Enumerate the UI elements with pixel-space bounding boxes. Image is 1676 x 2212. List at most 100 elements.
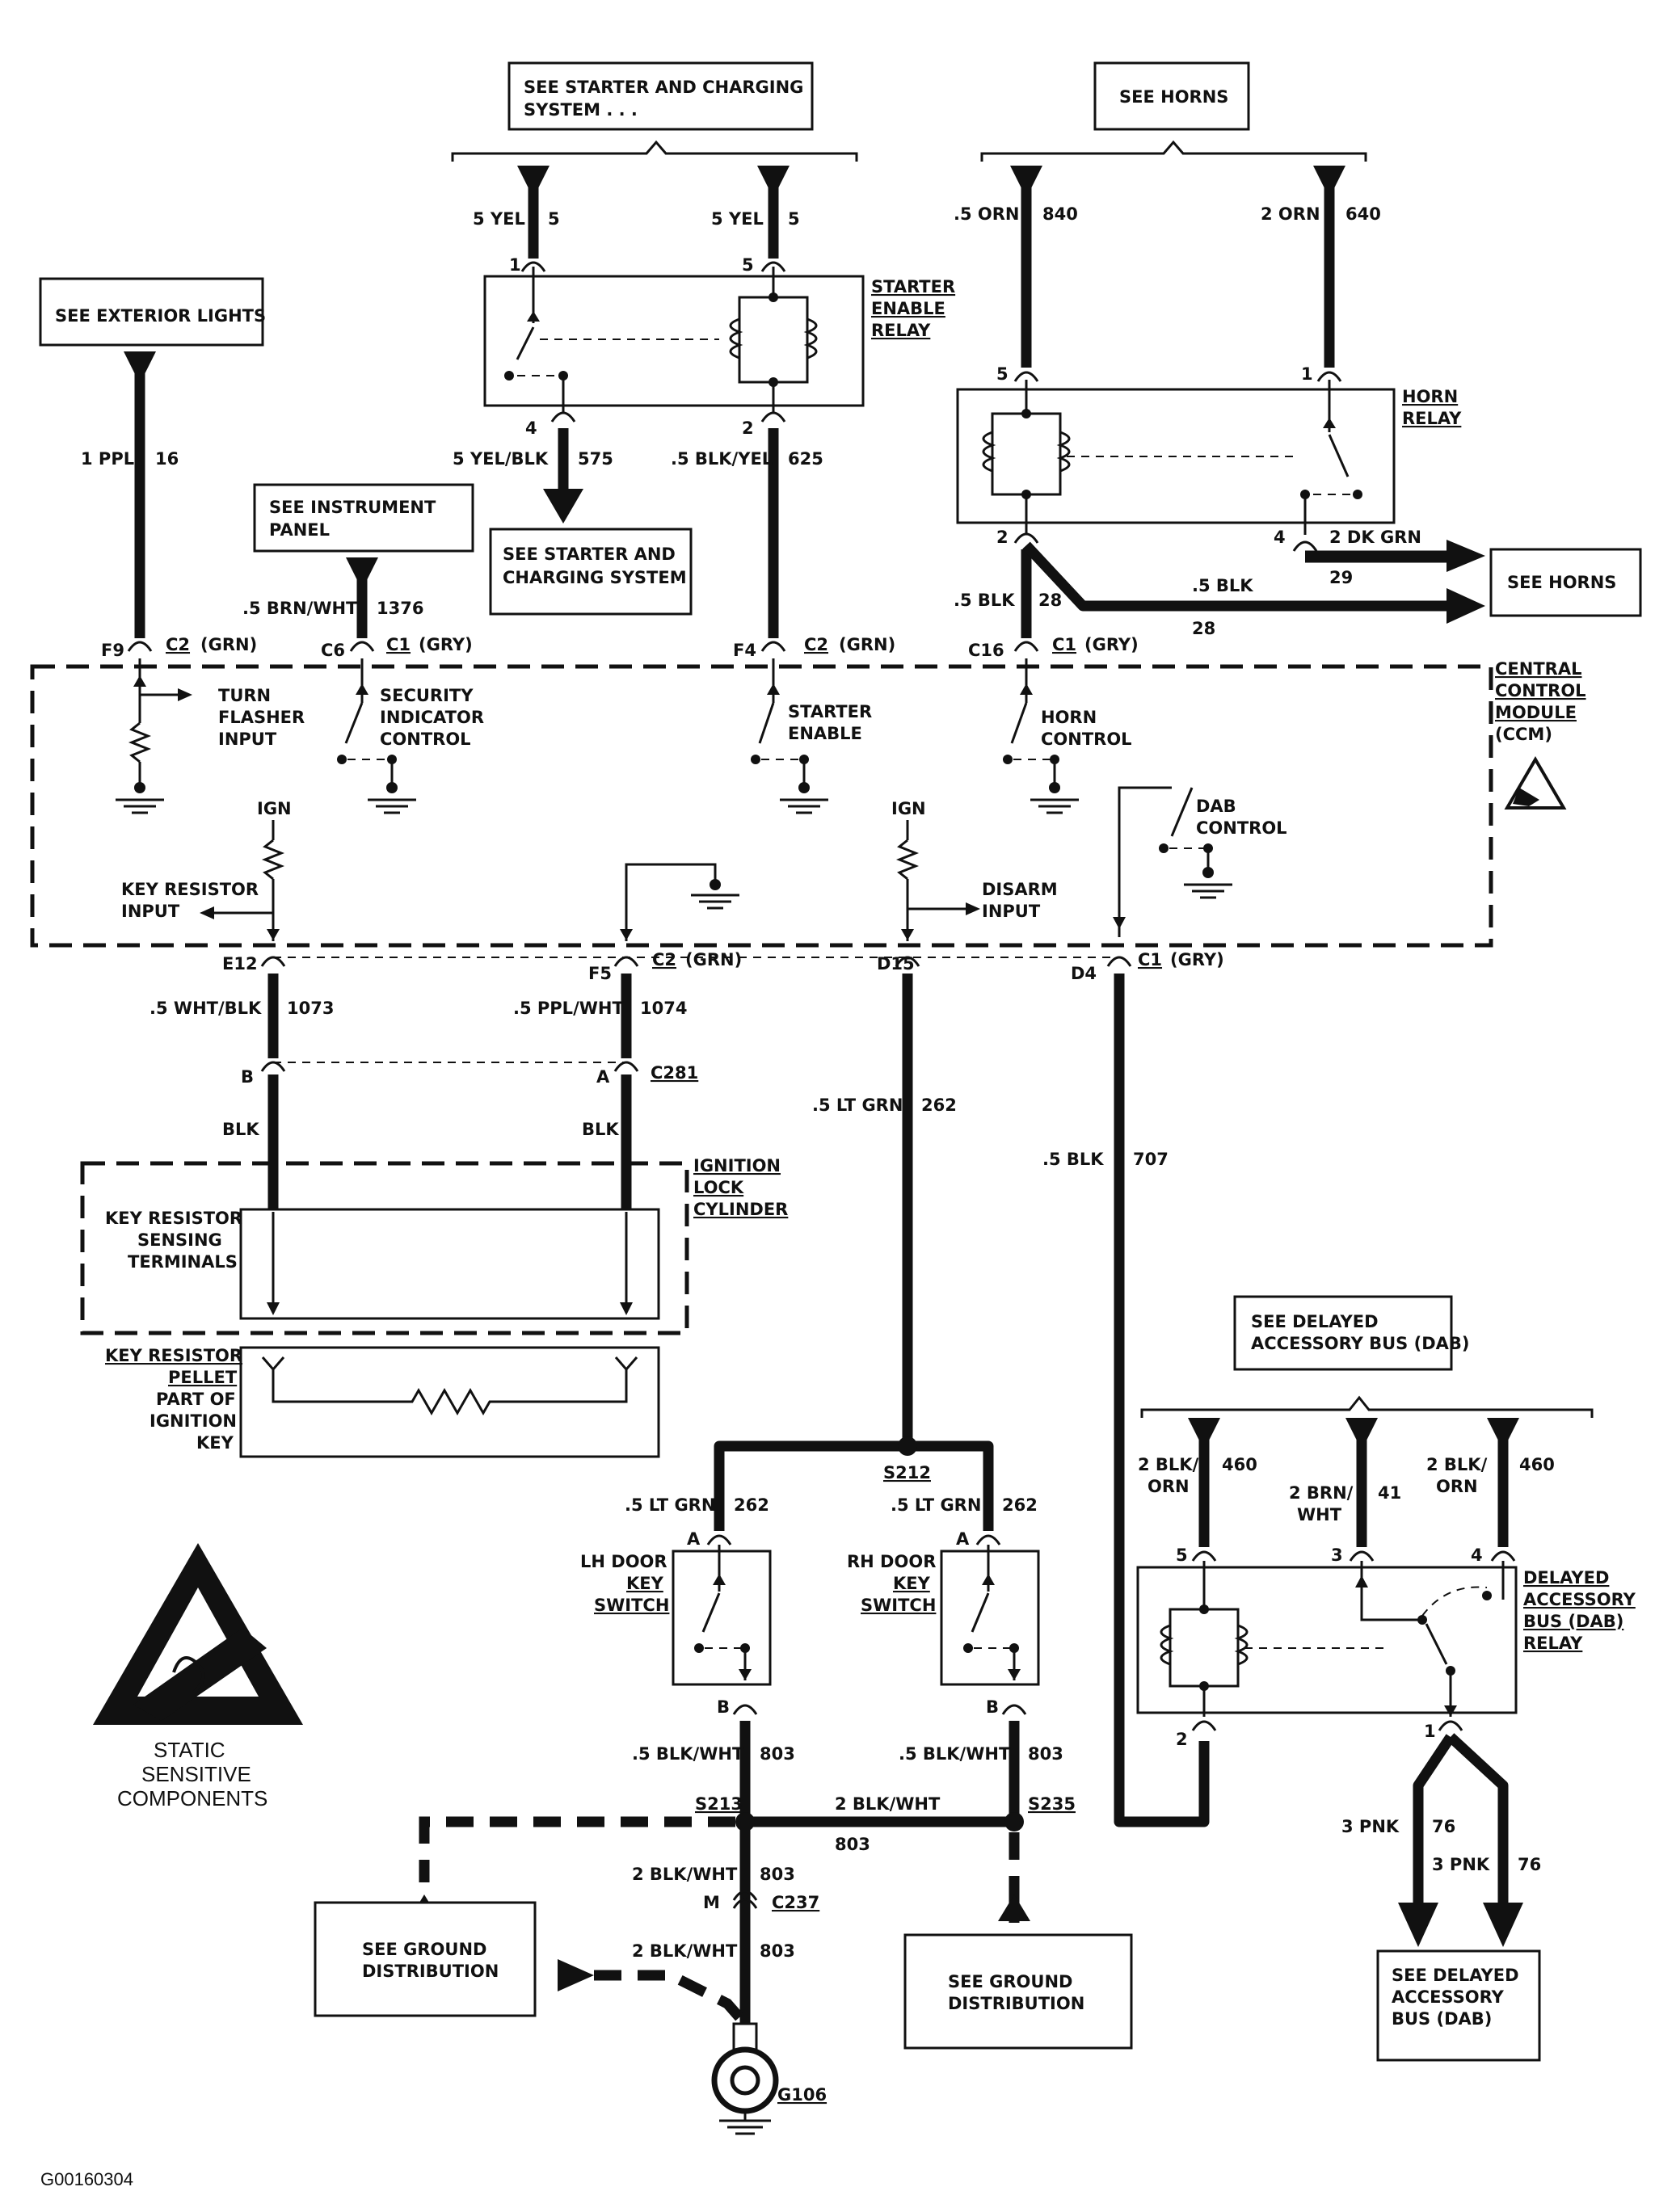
- ref-dab-top[interactable]: SEE DELAYED ACCESSORY BUS (DAB): [1233, 1295, 1470, 1371]
- ref-ground-distribution-left[interactable]: SEE GROUND DISTRIBUTION: [314, 1901, 537, 2017]
- svg-text:803: 803: [760, 1865, 795, 1884]
- ccm-horn-control: HORN CONTROL: [1003, 658, 1132, 814]
- svg-text:RELAY: RELAY: [1523, 1634, 1583, 1653]
- wire-3-pnk-76[interactable]: 1 3 PNK 76 3 PNK 76: [1341, 1720, 1541, 1947]
- svg-text:INDICATOR: INDICATOR: [380, 708, 484, 727]
- svg-text:DISTRIBUTION: DISTRIBUTION: [948, 1994, 1084, 2013]
- splice-s235: S235: [998, 1794, 1076, 1923]
- svg-text:.5 LT GRN: .5 LT GRN: [812, 1095, 903, 1115]
- svg-text:SEE HORNS: SEE HORNS: [1119, 87, 1228, 107]
- svg-text:ENABLE: ENABLE: [788, 724, 862, 743]
- svg-text:803: 803: [1028, 1744, 1063, 1764]
- svg-text:MODULE: MODULE: [1495, 703, 1577, 722]
- svg-text:STARTER: STARTER: [788, 702, 872, 721]
- svg-text:(CCM): (CCM): [1495, 725, 1552, 744]
- svg-text:CONTROL: CONTROL: [1196, 818, 1287, 838]
- svg-text:PELLET: PELLET: [168, 1368, 238, 1387]
- wire-blk-wht-rh[interactable]: B .5 BLK/WHT 803: [899, 1697, 1063, 1822]
- ref-starter-charging-top[interactable]: SEE STARTER AND CHARGING SYSTEM . . .: [507, 61, 814, 131]
- svg-text:SENSITIVE: SENSITIVE: [141, 1762, 251, 1786]
- svg-text:RH DOOR: RH DOOR: [847, 1552, 936, 1571]
- wire-5-wht-blk-1073[interactable]: .5 WHT/BLK 1073 B BLK: [149, 956, 334, 1212]
- svg-text:TURN: TURN: [218, 686, 271, 705]
- svg-text:D4: D4: [1071, 964, 1097, 983]
- bracket-horns-top: [980, 140, 1367, 162]
- svg-text:KEY RESISTOR: KEY RESISTOR: [121, 880, 259, 899]
- svg-text:SWITCH: SWITCH: [861, 1596, 936, 1615]
- starter-enable-relay: STARTER ENABLE RELAY: [483, 267, 955, 414]
- svg-text:IGNITION: IGNITION: [693, 1156, 781, 1175]
- svg-text:2 BLK/WHT: 2 BLK/WHT: [632, 1941, 738, 1961]
- wire-2-blk-orn-460-b[interactable]: 2 BLK/ ORN 460 4: [1426, 1418, 1555, 1565]
- svg-text:F4: F4: [733, 641, 756, 660]
- svg-text:4: 4: [1274, 528, 1286, 547]
- svg-text:CYLINDER: CYLINDER: [693, 1200, 788, 1219]
- svg-text:(GRY): (GRY): [419, 635, 473, 654]
- ref-starter-charging-mid[interactable]: SEE STARTER AND CHARGING SYSTEM: [489, 528, 693, 616]
- lh-door-key-switch[interactable]: LH DOOR KEY SWITCH: [580, 1545, 772, 1686]
- svg-text:.5 BLK/YEL: .5 BLK/YEL: [671, 449, 773, 469]
- wire-2-brn-wht-41[interactable]: 2 BRN/ WHT 41 3: [1289, 1418, 1401, 1565]
- svg-text:DELAYED: DELAYED: [1523, 1568, 1609, 1588]
- svg-text:.5 LT GRN: .5 LT GRN: [625, 1495, 715, 1515]
- svg-text:G106: G106: [777, 2085, 827, 2105]
- svg-text:F5: F5: [588, 964, 612, 983]
- wire-2-dk-grn-29[interactable]: 4 2 DK GRN 29: [1274, 528, 1485, 587]
- ref-instrument-panel[interactable]: SEE INSTRUMENT PANEL: [253, 483, 474, 553]
- svg-text:SEE INSTRUMENT: SEE INSTRUMENT: [269, 498, 436, 517]
- wire-2-blk-orn-460-a[interactable]: 2 BLK/ ORN 460 5: [1138, 1418, 1257, 1565]
- wire-5-yel-left[interactable]: 5 YEL 5 1: [473, 166, 560, 275]
- ref-dab-bottom[interactable]: SEE DELAYED ACCESSORY BUS (DAB): [1376, 1949, 1541, 2062]
- bracket-starter-top: [451, 140, 858, 162]
- svg-text:5: 5: [788, 209, 800, 229]
- svg-text:5: 5: [548, 209, 560, 229]
- wire-5-blk-yel-625[interactable]: 2 .5 BLK/YEL 625: [671, 411, 823, 652]
- wire-5-blk-28[interactable]: 2 .5 BLK 28 .5 BLK 28: [954, 528, 1485, 652]
- svg-text:S213: S213: [695, 1794, 743, 1814]
- svg-text:5: 5: [996, 364, 1009, 384]
- svg-text:3 PNK: 3 PNK: [1341, 1817, 1400, 1836]
- svg-text:RELAY: RELAY: [1402, 409, 1462, 428]
- wire-5-yel-right[interactable]: 5 YEL 5 5: [711, 166, 800, 275]
- svg-text:COMPONENTS: COMPONENTS: [117, 1786, 267, 1810]
- svg-text:1074: 1074: [640, 999, 687, 1018]
- wire-2-blk-wht-c237[interactable]: 2 BLK/WHT 803 M C237 2 BLK/WHT 803: [558, 1865, 819, 2028]
- wire-5-brn-wht-1376[interactable]: .5 BRN/WHT 1376: [242, 557, 423, 652]
- ref-ground-distribution-right[interactable]: SEE GROUND DISTRIBUTION: [903, 1933, 1133, 2050]
- svg-text:SEE DELAYED: SEE DELAYED: [1251, 1312, 1379, 1331]
- wire-lt-grn-rh[interactable]: .5 LT GRN 262 A: [891, 1495, 1038, 1549]
- svg-text:ACCESSORY: ACCESSORY: [1392, 1987, 1505, 2007]
- svg-text:(GRN): (GRN): [200, 635, 257, 654]
- svg-text:(GRN): (GRN): [839, 635, 895, 654]
- wire-2-orn-640[interactable]: 2 ORN 640 1: [1261, 166, 1381, 384]
- svg-text:B: B: [986, 1697, 999, 1717]
- svg-text:262: 262: [1002, 1495, 1038, 1515]
- ref-horns-right[interactable]: SEE HORNS: [1489, 548, 1642, 617]
- rh-door-key-switch[interactable]: RH DOOR KEY SWITCH: [847, 1545, 1040, 1686]
- wire-5-lt-grn-262[interactable]: .5 LT GRN 262: [812, 956, 957, 1446]
- svg-text:ORN: ORN: [1148, 1477, 1190, 1496]
- svg-text:INPUT: INPUT: [982, 902, 1041, 921]
- wire-lt-grn-lh[interactable]: .5 LT GRN 262 A: [625, 1495, 769, 1549]
- svg-text:C1: C1: [386, 635, 411, 654]
- wire-5-yel-blk[interactable]: 4 5 YEL/BLK 575: [453, 411, 613, 524]
- svg-text:4: 4: [525, 418, 537, 438]
- ref-horns-top[interactable]: SEE HORNS: [1093, 61, 1250, 131]
- wire-5-ppl-wht-1074[interactable]: .5 PPL/WHT 1074 A C281 BLK: [513, 956, 698, 1212]
- svg-text:WHT: WHT: [1297, 1505, 1342, 1524]
- svg-text:S212: S212: [883, 1463, 931, 1482]
- svg-text:2 BLK/: 2 BLK/: [1138, 1455, 1199, 1474]
- wire-1-ppl-16[interactable]: 1 PPL 16: [81, 351, 179, 652]
- svg-text:BUS (DAB): BUS (DAB): [1392, 2009, 1492, 2029]
- ref-exterior-lights[interactable]: SEE EXTERIOR LIGHTS: [39, 277, 266, 347]
- svg-text:BUS (DAB): BUS (DAB): [1523, 1612, 1623, 1631]
- svg-text:B: B: [717, 1697, 730, 1717]
- wire-5-orn-840[interactable]: .5 ORN 840 5: [954, 166, 1078, 384]
- svg-text:SWITCH: SWITCH: [594, 1596, 669, 1615]
- svg-text:.5 ORN: .5 ORN: [954, 204, 1020, 224]
- ccm-disarm-input: IGN DISARM INPUT: [891, 799, 1058, 941]
- wire-5-blk-707[interactable]: .5 BLK 707: [1042, 956, 1210, 1827]
- svg-text:41: 41: [1378, 1483, 1401, 1503]
- svg-text:A: A: [687, 1529, 701, 1549]
- ccm-dab-control: DAB CONTROL: [1113, 786, 1287, 937]
